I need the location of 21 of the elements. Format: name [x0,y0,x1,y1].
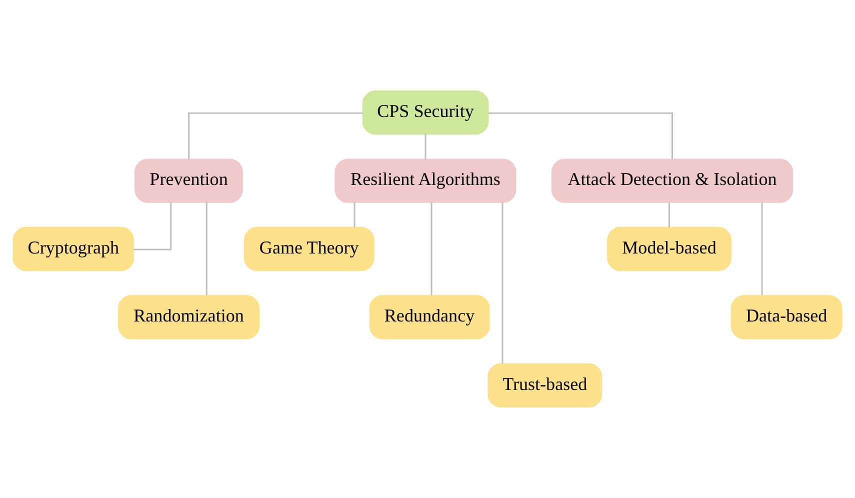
node-box: Prevention [134,158,243,203]
node-box: CPS Security [362,90,489,135]
connector [502,202,504,364]
connector [188,112,363,159]
connector [761,202,763,296]
connector [354,202,356,228]
connector [424,134,426,160]
connector [134,202,172,250]
connector [488,112,673,159]
node-box: Trust-based [488,363,602,408]
connector [668,202,670,228]
connector [430,202,432,296]
node-box: Data-based [730,295,842,340]
connector [206,202,208,296]
node-box: Game Theory [244,226,374,272]
node-box: Redundancy [369,295,490,340]
node-box: Resilient Algorithms [334,158,516,203]
node-box: Cryptograph [12,226,134,272]
node-box: Model-based [607,226,732,272]
node-box: Randomization [118,295,260,340]
node-box: Attack Detection & Isolation [551,158,794,203]
